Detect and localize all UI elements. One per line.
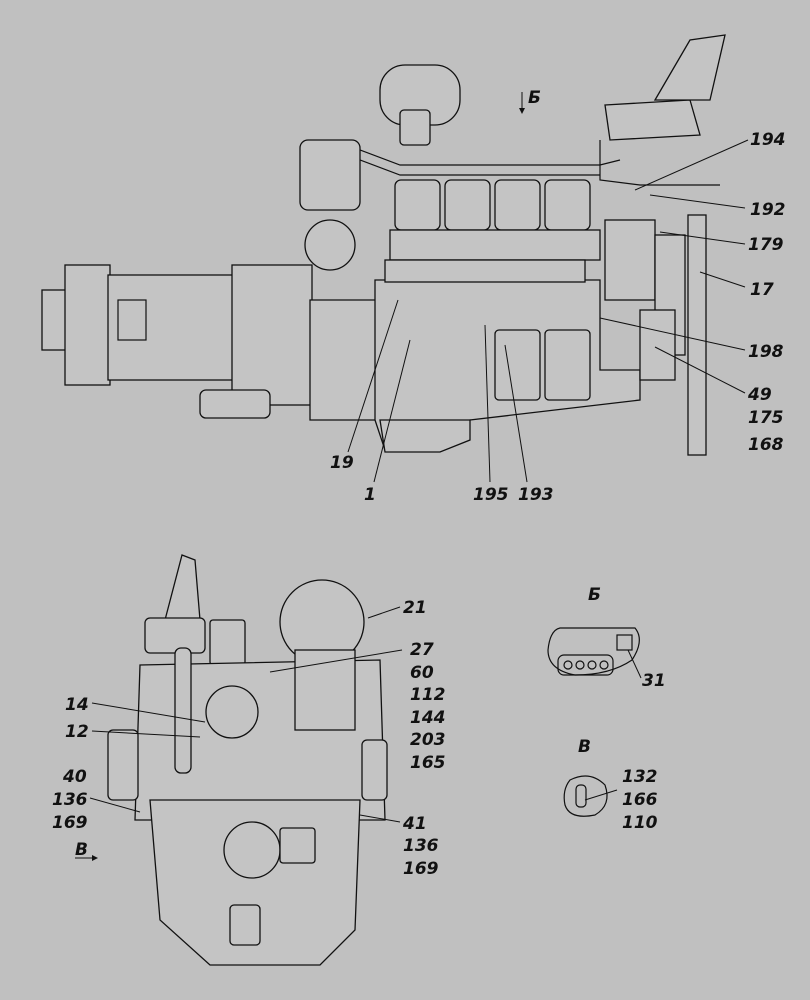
callout-165: 165 xyxy=(410,753,446,773)
leader-lines xyxy=(347,139,749,483)
detail-view-b: Б 31 xyxy=(547,585,666,691)
detail-view-v: В 132 166 110 xyxy=(563,737,658,833)
oil-sump xyxy=(379,419,471,453)
callout-166: 166 xyxy=(622,790,658,810)
callout-193: 193 xyxy=(518,485,554,505)
detail-b-title: Б xyxy=(588,585,601,605)
callout-203: 203 xyxy=(410,730,446,750)
leader-lines-front xyxy=(89,606,403,823)
callout-19: 19 xyxy=(330,453,354,473)
output-flange xyxy=(41,289,68,351)
callout-136-right: 136 xyxy=(403,836,439,856)
engine-front-view: В 21 27 60 112 144 203 165 14 12 40 136 … xyxy=(52,554,446,966)
callout-21: 21 xyxy=(403,598,427,618)
drive-flange xyxy=(223,821,281,879)
gearbox-rear-cover xyxy=(64,264,111,386)
callout-194: 194 xyxy=(750,130,786,150)
callout-169-right: 169 xyxy=(403,859,439,879)
callout-14: 14 xyxy=(65,695,89,715)
callout-192: 192 xyxy=(750,200,786,220)
callout-31: 31 xyxy=(642,671,666,691)
reservoir xyxy=(209,619,246,666)
callout-195: 195 xyxy=(473,485,509,505)
callout-179: 179 xyxy=(748,235,784,255)
callout-40: 40 xyxy=(62,767,87,787)
air-cleaner-cover xyxy=(604,99,701,141)
gear-lever-boot-front xyxy=(164,554,201,621)
callout-41: 41 xyxy=(402,814,427,834)
callout-198: 198 xyxy=(748,342,784,362)
callout-12: 12 xyxy=(65,722,89,742)
power-steering-pump xyxy=(304,219,356,271)
intake-port xyxy=(205,685,259,739)
callout-112: 112 xyxy=(410,685,446,705)
callout-169-left: 169 xyxy=(52,813,88,833)
fuel-filters-front xyxy=(294,649,356,731)
gear-lever-boot xyxy=(653,34,726,101)
callout-136-left: 136 xyxy=(52,790,88,810)
fuel-filter-1 xyxy=(494,329,541,401)
engine-side-view: Б 194 192 179 17 198 49 175 168 19 1 195… xyxy=(41,34,786,505)
alternator xyxy=(604,219,656,301)
callout-110: 110 xyxy=(622,813,658,833)
callout-27: 27 xyxy=(410,640,434,660)
callout-144: 144 xyxy=(410,708,446,728)
compressor xyxy=(299,139,361,211)
callout-17: 17 xyxy=(750,280,774,300)
callout-175: 175 xyxy=(748,408,784,428)
callout-132: 132 xyxy=(622,767,658,787)
starter xyxy=(199,389,271,419)
callout-49: 49 xyxy=(747,385,772,405)
clutch-housing xyxy=(231,264,313,406)
flywheel-housing xyxy=(309,299,381,421)
callout-1: 1 xyxy=(364,485,376,505)
fan xyxy=(687,214,707,456)
view-arrow-label-v: В xyxy=(75,840,88,860)
detail-v-title: В xyxy=(578,737,591,757)
fuel-filter-2 xyxy=(544,329,591,401)
view-arrow-label: Б xyxy=(528,88,541,108)
cylinder-heads xyxy=(384,179,601,283)
gearbox-housing xyxy=(107,274,234,381)
callout-168: 168 xyxy=(748,435,784,455)
callout-60: 60 xyxy=(410,663,434,683)
